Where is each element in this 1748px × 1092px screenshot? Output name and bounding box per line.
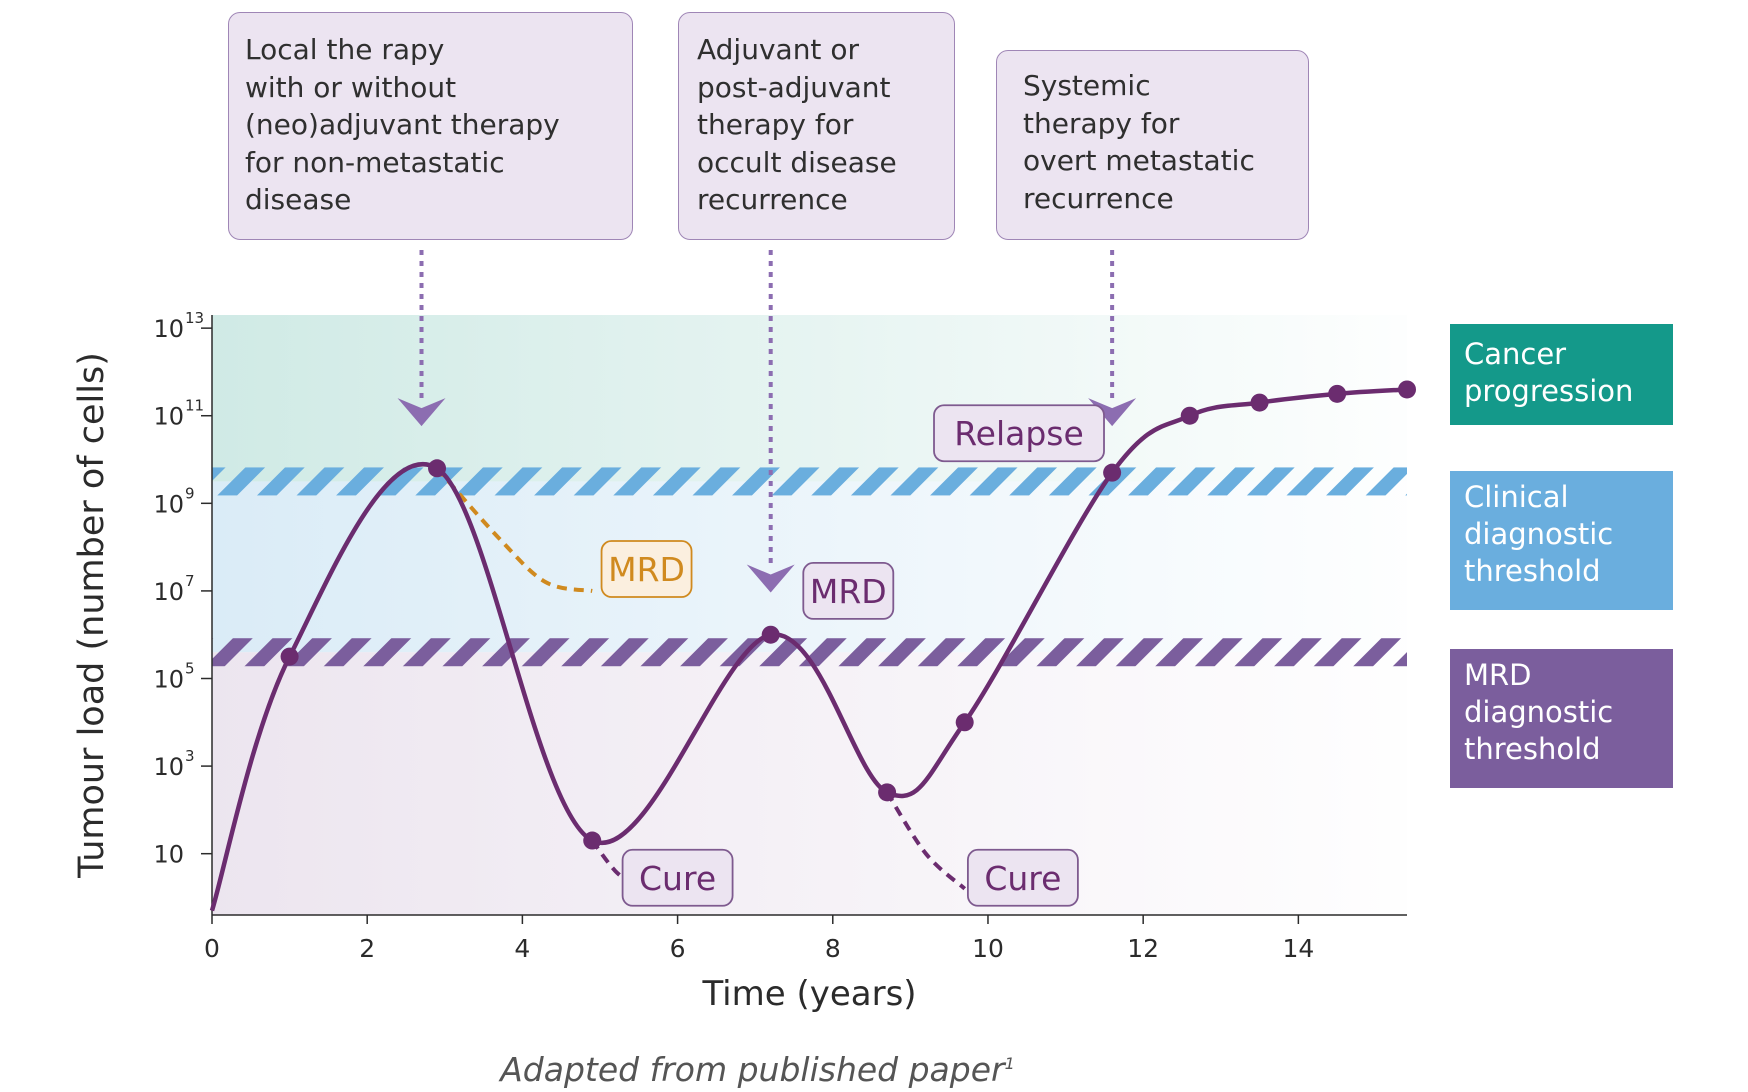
curve-marker [1328, 384, 1347, 403]
x-tick-label: 10 [972, 934, 1004, 963]
y-tick-label: 10 [153, 841, 184, 869]
x-tick-label: 0 [204, 934, 220, 963]
x-tick-label: 4 [514, 934, 530, 963]
y-tick-label: 10 [153, 490, 184, 518]
y-tick-exponent: 9 [185, 484, 195, 502]
label-text: Cure [984, 859, 1061, 898]
callout-arrow-head [397, 398, 446, 427]
y-tick-exponent: 3 [185, 747, 195, 765]
label-text: Relapse [954, 414, 1084, 453]
label-box [621, 848, 734, 907]
x-tick-label: 2 [359, 934, 375, 963]
x-axis-title: Time (years) [701, 974, 916, 1014]
y-tick-exponent: 11 [185, 397, 204, 415]
curve-marker [878, 783, 897, 802]
footnote-text: Adapted from published paper [500, 1050, 1005, 1089]
y-tick-exponent: 13 [185, 309, 204, 327]
footnote: Adapted from published paper1 [0, 1050, 1515, 1089]
curve-marker [1250, 393, 1269, 412]
callout-arrow-head [746, 564, 795, 593]
y-tick-label: 10 [153, 753, 184, 781]
main-curve [209, 387, 1408, 912]
label-box [802, 562, 895, 620]
curve-marker [955, 713, 974, 732]
legend-clinical-threshold: Clinical diagnostic threshold [1450, 471, 1673, 610]
threshold-band-clinical [212, 467, 1407, 496]
x-tick-label: 12 [1127, 934, 1159, 963]
zone-cancer-progression [212, 315, 1407, 482]
y-tick-label: 10 [153, 403, 184, 431]
curve-marker [1180, 406, 1199, 425]
x-tick-label: 6 [670, 934, 686, 963]
label-mrd: MRD [802, 562, 895, 620]
label-text: MRD [608, 550, 685, 589]
y-tick-label: 10 [153, 666, 184, 694]
y-tick-label: 10 [153, 315, 184, 343]
curve-marker [761, 625, 780, 644]
y-axis-title: Tumour load (number of cells) [72, 352, 112, 879]
label-cure: Cure [966, 848, 1079, 907]
curve-marker [428, 459, 447, 478]
label-box [933, 404, 1105, 463]
curve-marker [1398, 380, 1416, 399]
curve-marker [280, 647, 299, 666]
y-tick-exponent: 7 [185, 572, 195, 590]
curve-marker [1103, 463, 1122, 482]
zone-mrd [212, 652, 1407, 915]
label-text: Cure [639, 859, 716, 898]
dashed-branch-purple [885, 791, 967, 891]
y-tick-exponent: 5 [185, 660, 195, 678]
callout-arrow-head [1088, 398, 1137, 427]
legend-cancer-progression: Cancer progression [1450, 324, 1673, 425]
callout-adjuvant-therapy: Adjuvant or post-adjuvant therapy for oc… [678, 12, 955, 240]
label-mrd: MRD [600, 540, 693, 598]
label-text: MRD [810, 572, 887, 611]
dashed-branch-orange [435, 466, 593, 593]
x-tick-label: 14 [1282, 934, 1314, 963]
label-relapse: Relapse [933, 404, 1105, 463]
label-box [600, 540, 693, 598]
label-cure: Cure [621, 848, 734, 907]
callout-systemic-therapy: Systemic therapy for overt metastatic re… [996, 50, 1309, 240]
x-tick-label: 8 [825, 934, 841, 963]
y-tick-label: 10 [153, 578, 184, 606]
footnote-sup: 1 [1004, 1054, 1015, 1073]
legend-mrd-threshold: MRD diagnostic threshold [1450, 649, 1673, 788]
label-box [966, 848, 1079, 907]
callout-local-therapy: Local the rapy with or without (neo)adju… [228, 12, 633, 240]
curve-marker [583, 831, 602, 850]
